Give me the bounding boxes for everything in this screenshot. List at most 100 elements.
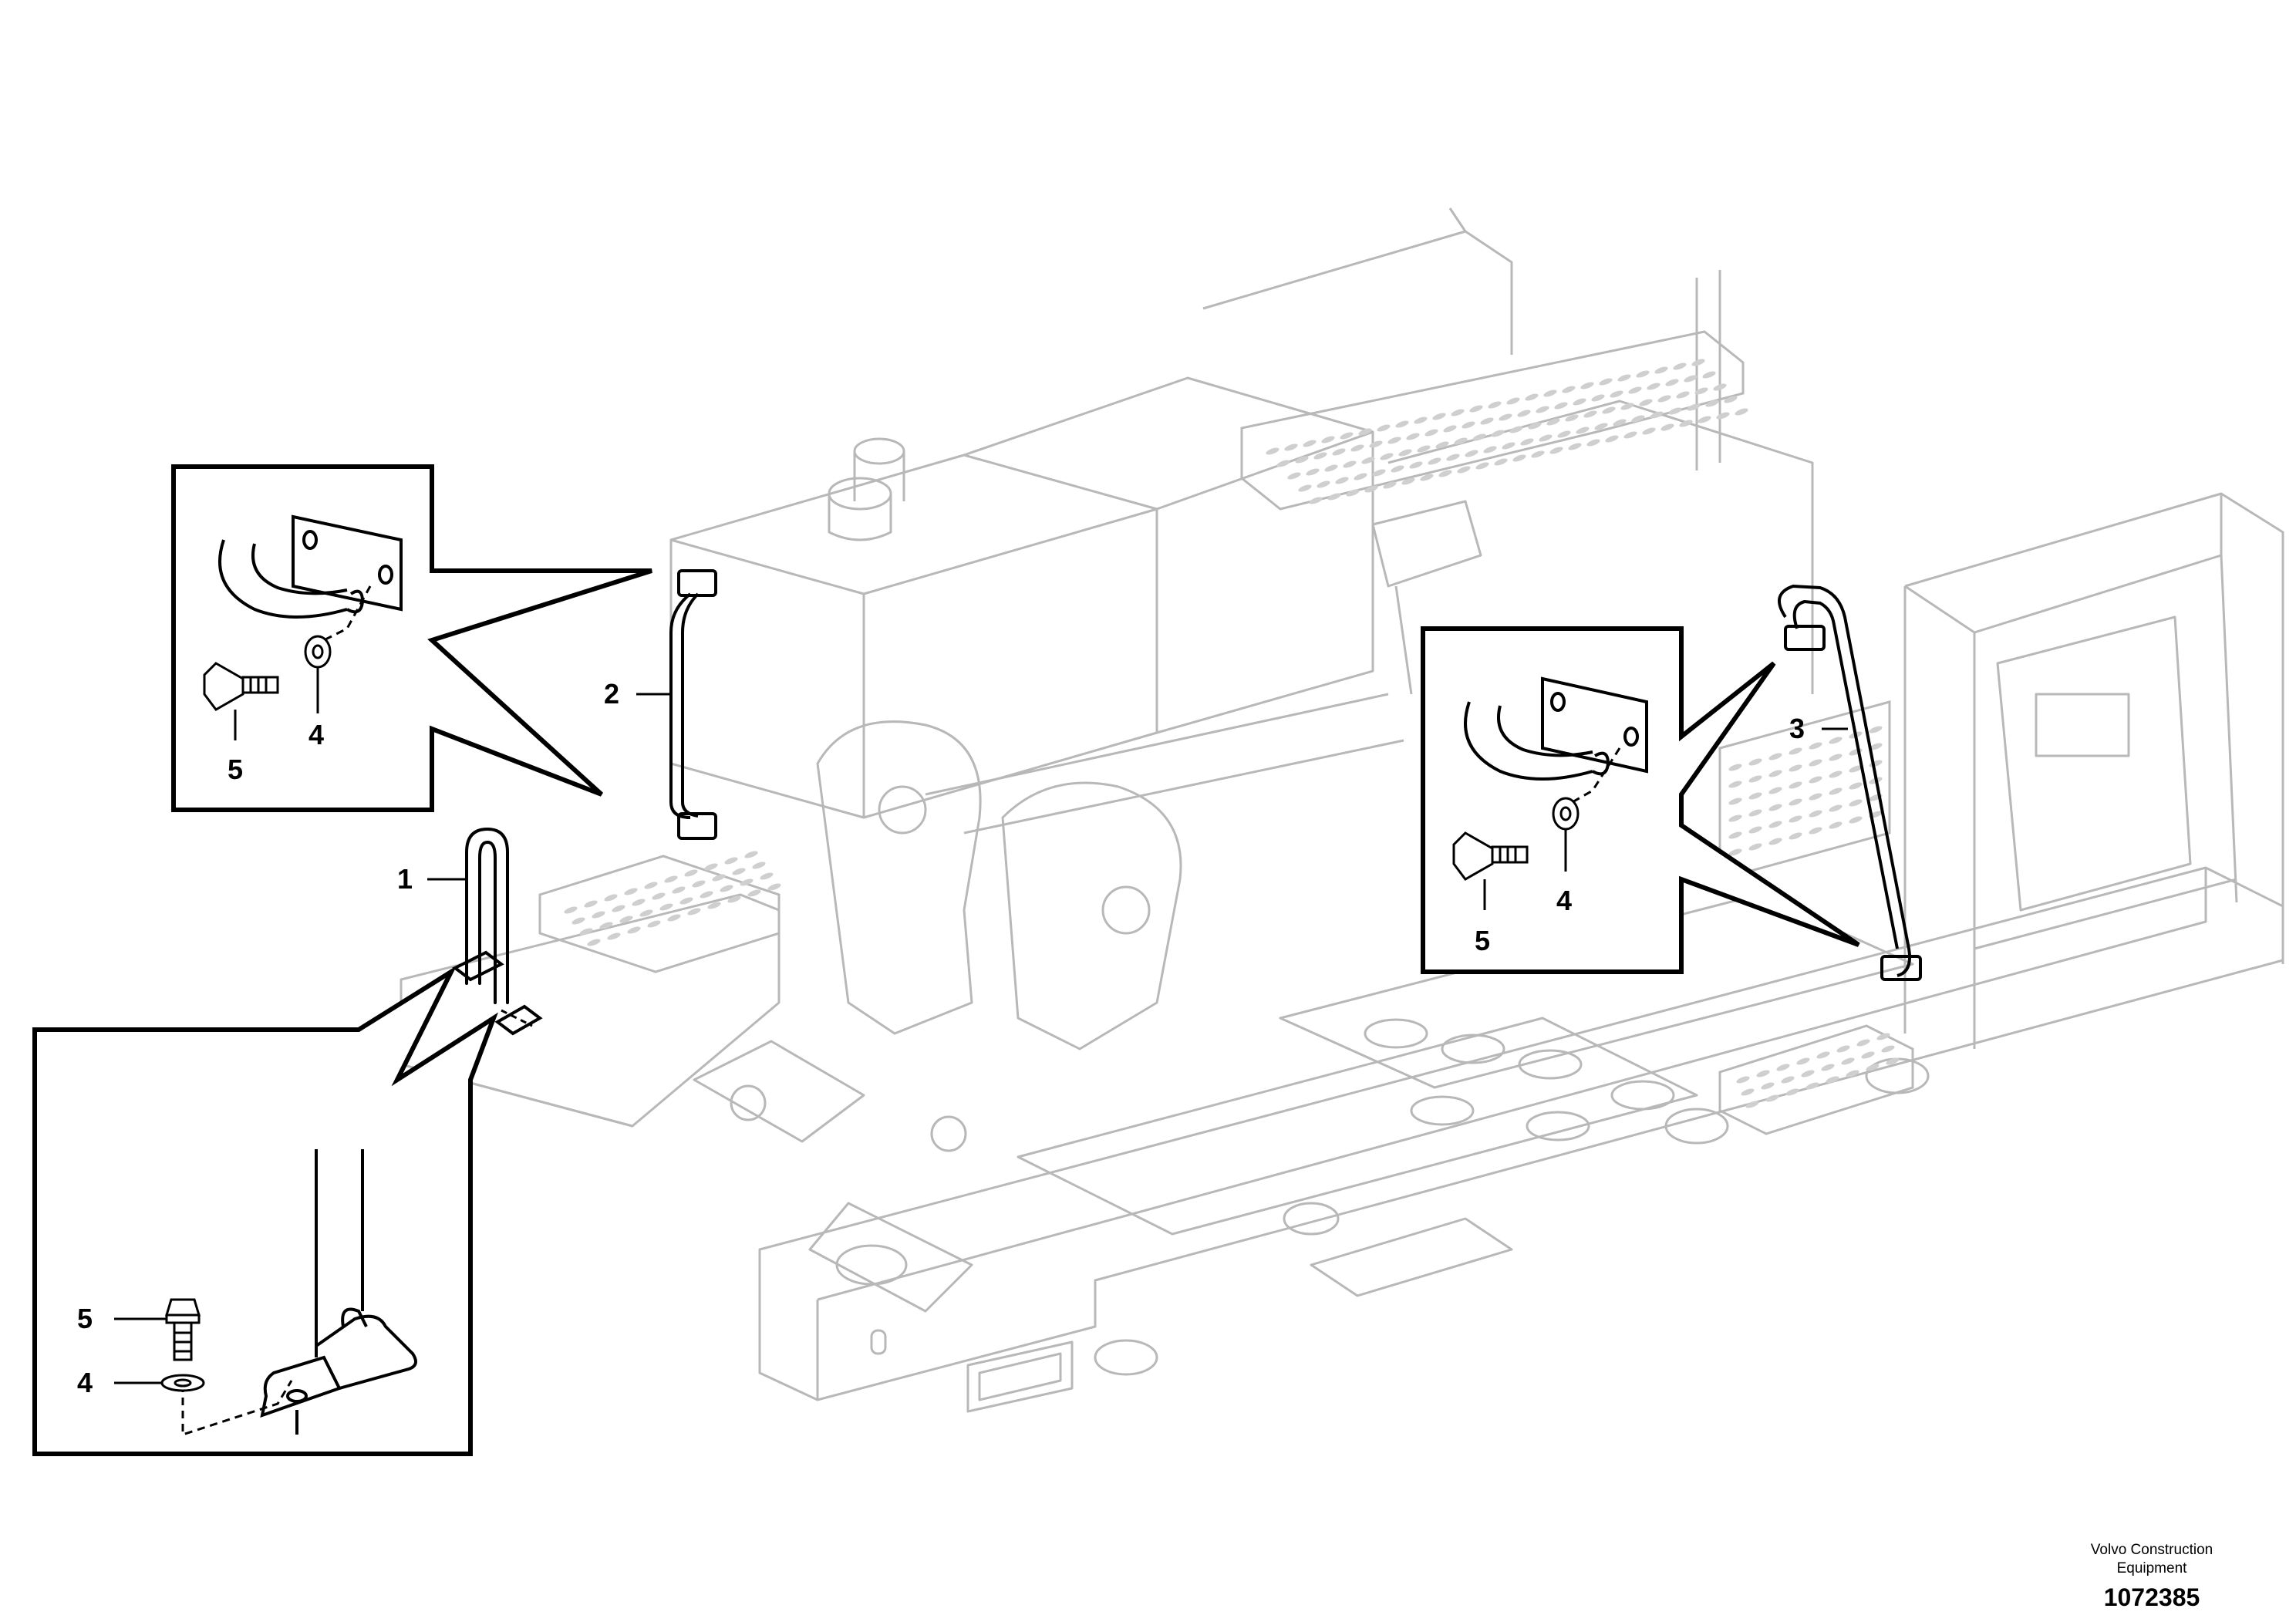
grating-slot	[1785, 1088, 1799, 1096]
grating-slot	[1849, 799, 1863, 807]
grating-slot	[1698, 416, 1711, 423]
grating-slot	[1417, 445, 1431, 453]
grating-slot	[1568, 443, 1582, 450]
grating-slot	[1768, 753, 1782, 760]
grating-slot	[1841, 1057, 1855, 1065]
grating-slot	[692, 880, 706, 888]
grating-slot	[1539, 434, 1553, 442]
grating-slot	[1724, 396, 1738, 403]
grating-slot	[1517, 410, 1531, 417]
grating-slot	[1673, 363, 1687, 370]
grating-slot	[1340, 432, 1354, 440]
grating-slot	[1435, 441, 1449, 449]
grating-slot	[664, 875, 678, 883]
grating-slot	[1748, 792, 1762, 800]
grating-slot	[1705, 400, 1719, 407]
handrail-left	[669, 569, 717, 840]
detail-box-left: 5 4	[171, 464, 652, 812]
grating-slot	[1613, 419, 1627, 427]
grating-slot	[700, 891, 713, 899]
detail-right-handrail	[1464, 676, 1648, 781]
grating-slot	[1647, 383, 1660, 390]
grating-slot	[1424, 429, 1438, 437]
grating-slot	[1428, 457, 1441, 465]
grating-slot	[1728, 798, 1742, 805]
grating-slot	[1789, 747, 1802, 755]
grating-slot	[564, 906, 578, 914]
grating-slot	[1735, 408, 1748, 416]
grating-slot	[1565, 414, 1579, 422]
grating-slot	[652, 892, 666, 900]
grating-slot	[1768, 770, 1782, 777]
grating-slot	[592, 911, 605, 919]
grating-slot	[767, 883, 781, 891]
grating-slot	[1768, 838, 1782, 845]
detail-bottom-handrail-foot	[260, 1149, 417, 1435]
grating-slot	[1617, 374, 1631, 382]
grating-slot	[1573, 398, 1586, 406]
grating-slot	[1546, 418, 1560, 426]
grating-slot	[1549, 447, 1563, 454]
grating-slot	[1796, 1057, 1810, 1065]
grating-slot	[1809, 776, 1822, 784]
grating-slot	[1765, 1094, 1779, 1102]
grating-slot	[1821, 1064, 1835, 1071]
grating-slot	[1372, 469, 1386, 477]
grating-slot	[1409, 461, 1423, 469]
grating-slot	[740, 878, 754, 886]
grating-slot	[1475, 462, 1489, 470]
grating-slot	[1528, 422, 1542, 430]
grating-slot	[1346, 489, 1360, 497]
grating-slots	[564, 359, 1900, 1108]
grating-slot	[1789, 832, 1802, 840]
grating-slot	[1776, 1064, 1790, 1071]
grating-slot	[1768, 787, 1782, 794]
grating-slot	[659, 903, 673, 911]
grating-slot	[1748, 775, 1762, 783]
grating-slot	[1610, 390, 1623, 398]
grating-slot	[1687, 403, 1701, 411]
grating-slot	[1446, 454, 1460, 461]
grating-slot	[1605, 435, 1619, 443]
grating-slot	[704, 863, 718, 871]
grating-slot	[1676, 391, 1690, 399]
grating-slot	[1642, 427, 1656, 435]
grating-slot	[1789, 798, 1802, 806]
grating-slot	[687, 908, 701, 916]
grating-slot	[1358, 428, 1372, 436]
grating-slot	[1829, 754, 1843, 761]
grating-slot	[1391, 465, 1404, 473]
grating-slot	[1451, 409, 1465, 416]
grating-slot	[1591, 394, 1605, 402]
grating-slot	[1520, 438, 1534, 446]
grating-slot	[1809, 759, 1822, 767]
grating-slot	[1457, 466, 1471, 474]
grating-slot	[1602, 406, 1616, 414]
grating-slot	[1313, 452, 1327, 460]
grating-slot	[604, 894, 618, 902]
grating-slot	[1287, 472, 1301, 480]
grating-slot	[1383, 481, 1397, 489]
grating-slot	[632, 899, 646, 906]
grating-slot	[1866, 1064, 1880, 1071]
detail-right-washer	[1552, 797, 1580, 831]
grating-slot	[1694, 387, 1708, 395]
grating-slot	[1628, 386, 1642, 394]
grating-slot	[1401, 477, 1415, 485]
grating-slot	[744, 851, 758, 858]
grating-slot	[1594, 423, 1608, 430]
grating-slot	[1469, 405, 1483, 413]
grating-slot	[712, 874, 726, 882]
grating-slot	[1713, 383, 1727, 391]
detail-box-bottom: 5 4	[32, 965, 498, 1456]
grating-slot	[1335, 477, 1349, 484]
grating-slot	[1728, 814, 1742, 822]
grating-slot	[1377, 424, 1391, 432]
grating-slot	[1665, 379, 1679, 386]
grating-slot	[1502, 442, 1515, 450]
grating-slot	[1846, 1070, 1859, 1077]
detail-bottom-screw	[164, 1298, 201, 1361]
grating-slot	[1398, 449, 1412, 457]
grating-slot	[1554, 402, 1568, 410]
grating-slot	[584, 900, 598, 908]
